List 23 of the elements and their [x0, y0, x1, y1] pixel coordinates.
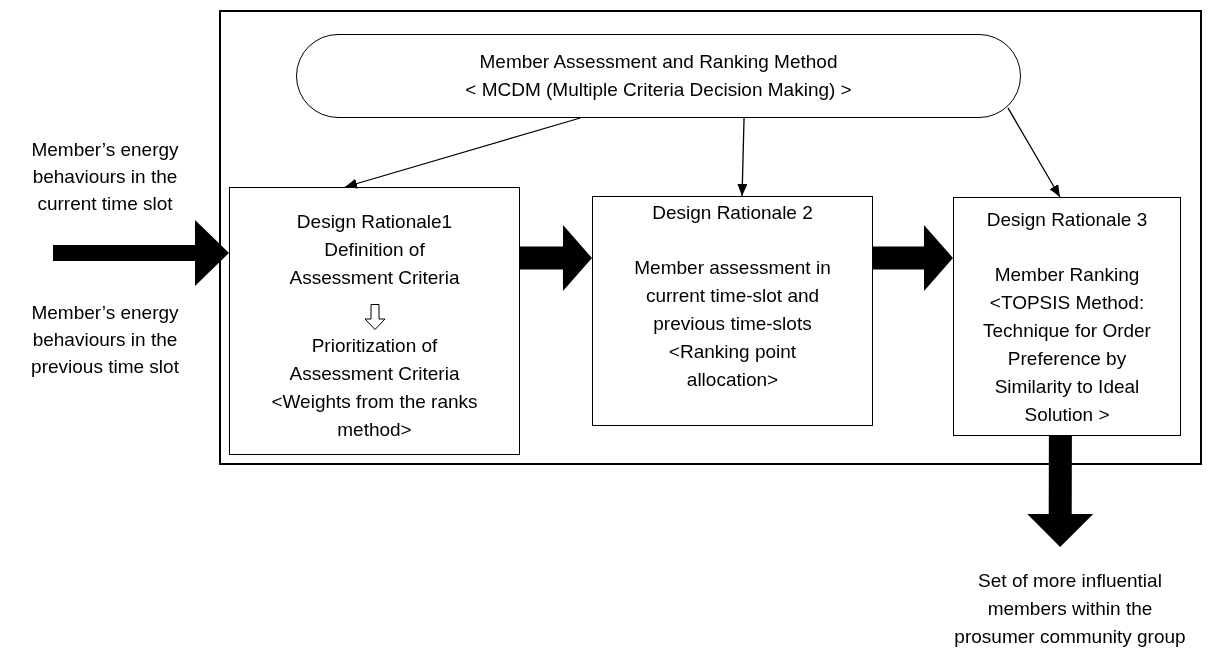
input-text: Member’s energy behaviours in the current time slot — [30, 138, 180, 216]
block-arrow — [1027, 435, 1094, 547]
box-text: Prioritization of Assessment Criteria <Weights from the ranks method> — [270, 334, 479, 442]
box-text: < MCDM (Multiple Criteria Decision Making) > — [464, 78, 853, 102]
box-title: Design Rationale 3 — [985, 208, 1149, 232]
box-text: Definition of Assessment Criteria — [288, 238, 461, 290]
box-text: Set of more influential members within the prosumer community group — [953, 569, 1187, 649]
box-text: Member Assessment and Ranking Method — [478, 50, 839, 74]
arrow — [737, 117, 748, 197]
box-text: Member assessment in current time-slot and previous time-slots <Ranking point allocation> — [633, 256, 832, 392]
frame-box — [219, 10, 1202, 465]
input-text: Member’s energy behaviours in the previous time slot — [30, 301, 180, 379]
process-box — [229, 187, 520, 455]
block-arrow — [520, 225, 592, 292]
arrow — [344, 117, 581, 189]
box-title: Design Rationale1 — [295, 210, 454, 234]
process-box — [953, 197, 1181, 436]
block-arrow — [873, 225, 953, 291]
arrow — [1007, 107, 1061, 198]
box-text: Member Ranking <TOPSIS Method: Technique for Order Preference by Similarity to Ideal Solution > — [982, 263, 1152, 427]
process-box — [592, 196, 873, 426]
box-title: Design Rationale 2 — [651, 201, 814, 225]
block-arrow — [53, 219, 229, 286]
